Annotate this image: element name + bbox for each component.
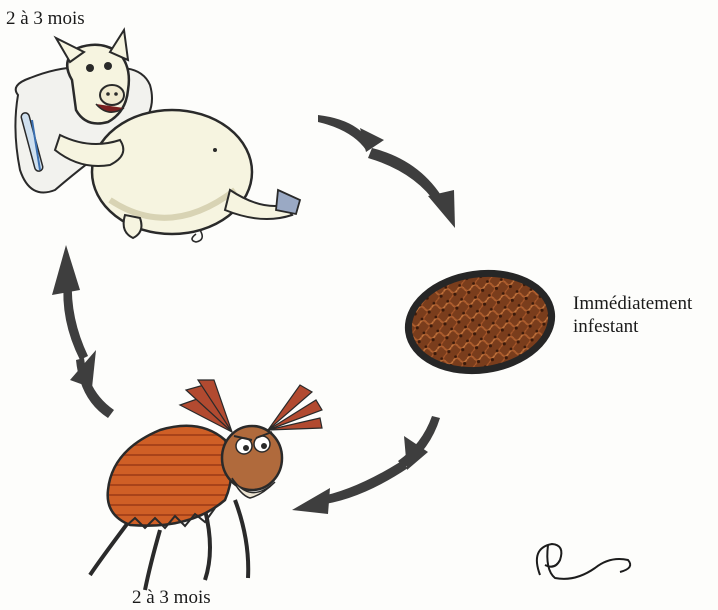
arrow-egg-to-beetle: [292, 416, 440, 514]
pig-icon: [15, 30, 300, 242]
arrow-pig-to-egg: [318, 115, 455, 228]
egg-icon: [402, 264, 558, 379]
arrow-beetle-to-pig: [52, 245, 114, 418]
signature-icon: [537, 544, 630, 579]
beetle-icon: [90, 380, 322, 590]
